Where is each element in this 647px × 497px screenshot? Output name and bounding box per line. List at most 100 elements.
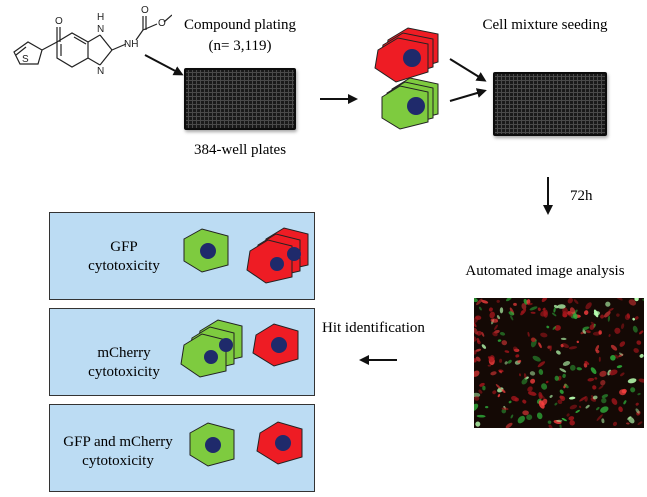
gfp-cell-spot (521, 378, 528, 385)
gfp-cell-spot (564, 383, 569, 389)
mcherry-cell-spot (589, 324, 595, 330)
mcherry-cell-spot (621, 388, 627, 394)
gfp-cell-spot (561, 418, 567, 422)
gfp-cell-spot (562, 361, 571, 366)
molecule-atom-n2: N (97, 66, 104, 77)
mcherry-cell-spot (573, 299, 579, 305)
gfp-cell-spot (632, 317, 636, 321)
mcherry-cell-spot (595, 345, 600, 352)
mcherry-cell-spot (492, 331, 498, 337)
gfp-cell-spot (499, 307, 504, 314)
mcherry-cell-spot (481, 331, 485, 337)
mcherry-cell-spot (616, 313, 620, 317)
result-label-mcherry-line2: cytotoxicity (88, 364, 160, 380)
mcherry-cell-spot (609, 369, 618, 376)
arrow-red-cells-to-plate (449, 58, 487, 82)
mcherry-cell-spot (562, 313, 568, 318)
gfp-cell-spot (562, 373, 566, 378)
compound-plating-title: Compound plating (183, 17, 297, 33)
gfp-cell-spot (634, 298, 639, 302)
mcherry-cell-spot (501, 407, 509, 411)
mcherry-cell-spot (505, 422, 513, 428)
mcherry-cell-spot (554, 325, 561, 331)
gfp-cell-spot (554, 402, 558, 406)
mcherry-cell-spot (626, 313, 631, 319)
gfp-cell-spot (506, 298, 512, 302)
mcherry-cell-spot (541, 298, 548, 303)
gfp-cell-spot (532, 355, 541, 362)
compound-count: (n= 3,119) (208, 38, 272, 54)
gfp-cell-spot (623, 400, 627, 405)
mcherry-cell-spot (476, 330, 482, 336)
gfp-cell-spot (593, 309, 599, 318)
gfp-cell-spot (582, 329, 587, 334)
mcherry-cell-spot (475, 315, 482, 320)
mcherry-cell-spot (600, 314, 605, 319)
gfp-cell-spot (504, 361, 508, 365)
gfp-cell-spot (559, 424, 562, 428)
mcherry-cell-spot (487, 364, 492, 367)
mcherry-cell-spot (578, 405, 582, 409)
gfp-cell-spot (481, 344, 487, 349)
mcherry-cell-spot (489, 311, 495, 319)
mcherry-cell-spot (504, 350, 510, 353)
mcherry-cell-spot (540, 310, 547, 317)
gfp-cell-spot (607, 315, 611, 322)
gfp-cell-spot (569, 364, 576, 371)
result-label-mcherry-line1: mCherry (97, 345, 151, 361)
mcherry-cell-spot (511, 395, 518, 402)
mcherry-cell-spot (636, 410, 641, 416)
gfp-cell-spot (610, 354, 616, 361)
result-cells-gfp (183, 227, 309, 284)
gfp-cell-spot (590, 367, 597, 374)
mcherry-cell-spot (637, 421, 643, 426)
gfp-cell-spot (474, 403, 479, 412)
gfp-cell-spot (569, 396, 576, 400)
mcherry-cell-spot (557, 399, 563, 405)
mcherry-cell-spot (608, 307, 614, 312)
mcherry-cell-spot (479, 382, 485, 387)
hit-identification-label: Hit identification (322, 320, 425, 336)
molecule-atom-nh: NH (124, 39, 138, 50)
gfp-cell-spot (637, 392, 641, 396)
result-box-gfp: GFP cytotoxicity (49, 212, 315, 300)
gfp-cell-spot (497, 387, 504, 393)
gfp-cell-spot (554, 375, 560, 381)
seeding-title: Cell mixture seeding (482, 17, 608, 33)
mcherry-cell-spot (633, 348, 639, 353)
mcherry-cell-spot (496, 299, 500, 303)
mcherry-cell-spot (594, 377, 598, 380)
mcherry-cell-spot (538, 391, 543, 400)
mcherry-cell-spot (598, 385, 604, 390)
mcherry-cell-spot (527, 386, 533, 392)
mcherry-cell-spot (488, 307, 493, 312)
gfp-cell-spot (592, 395, 598, 400)
gfp-cell-spot (547, 420, 552, 424)
mcherry-cell-spot (537, 307, 541, 312)
mcherry-cell-spot (538, 400, 545, 409)
mcherry-cell-spot (584, 361, 590, 365)
mcherry-cell-spot (545, 380, 549, 384)
mcherry-cell-spot (634, 316, 639, 320)
mcherry-cell-spot (566, 413, 570, 417)
mcherry-cell-spot (520, 308, 527, 316)
gfp-cell-spot (639, 354, 644, 358)
mcherry-cell-spot (583, 310, 589, 315)
mcherry-cell-spot (567, 298, 573, 304)
seeded-plate (493, 72, 607, 136)
mcherry-cell-spot (474, 336, 477, 342)
mcherry-cell-spot (501, 340, 508, 346)
gfp-cell-spot (601, 394, 609, 399)
mcherry-cell-spot (569, 307, 576, 315)
mcherry-cell-spot (618, 353, 624, 358)
mcherry-cell-spot (522, 399, 527, 404)
molecule-atom-n1: N (97, 24, 104, 35)
result-box-both: GFP and mCherry cytotoxicity (49, 404, 315, 492)
mcherry-cell-spot (474, 395, 480, 401)
mcherry-cell-spot (568, 346, 578, 350)
mcherry-cell-spot (620, 372, 625, 377)
mcherry-cell-spot (538, 342, 542, 349)
gfp-cell-spot (507, 359, 512, 364)
mcherry-cell-spot (626, 422, 630, 425)
mcherry-cell-spot (610, 344, 618, 351)
